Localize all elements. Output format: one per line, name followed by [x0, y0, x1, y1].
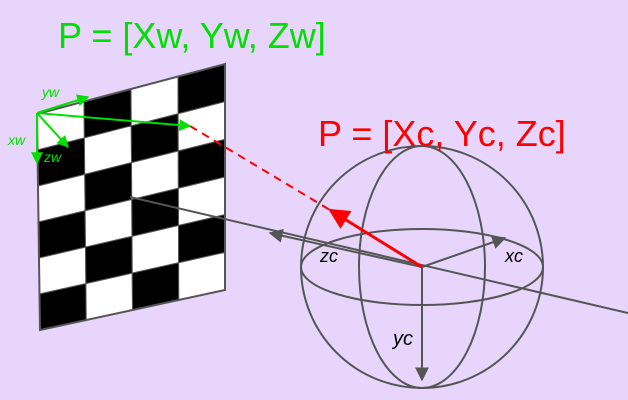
camera-y-label: yc [391, 328, 413, 350]
sphere-meridian [358, 145, 486, 389]
world-y-label: yw [41, 84, 60, 100]
world-axes [31, 94, 192, 165]
camera-axes [268, 228, 507, 382]
camera-point-vector [328, 208, 423, 269]
camera-x-axis [421, 235, 507, 268]
camera-x-label: xc [504, 246, 523, 266]
world-point-vector [36, 112, 192, 132]
camera-sphere [300, 145, 544, 389]
optical-axis-line [129, 196, 628, 314]
checkerboard-border [35, 62, 226, 332]
camera-z-label: zc [319, 246, 338, 266]
world-z-axis [36, 112, 69, 148]
camera-point-label: P = [Xc, Yc, Zc] [318, 113, 566, 154]
world-y-axis [36, 94, 90, 114]
camera-z-axis [268, 228, 423, 268]
world-x-label: xw [7, 132, 26, 148]
world-point-label: P = [Xw, Yw, Zw] [58, 15, 326, 56]
world-z-label: zw [43, 149, 62, 165]
